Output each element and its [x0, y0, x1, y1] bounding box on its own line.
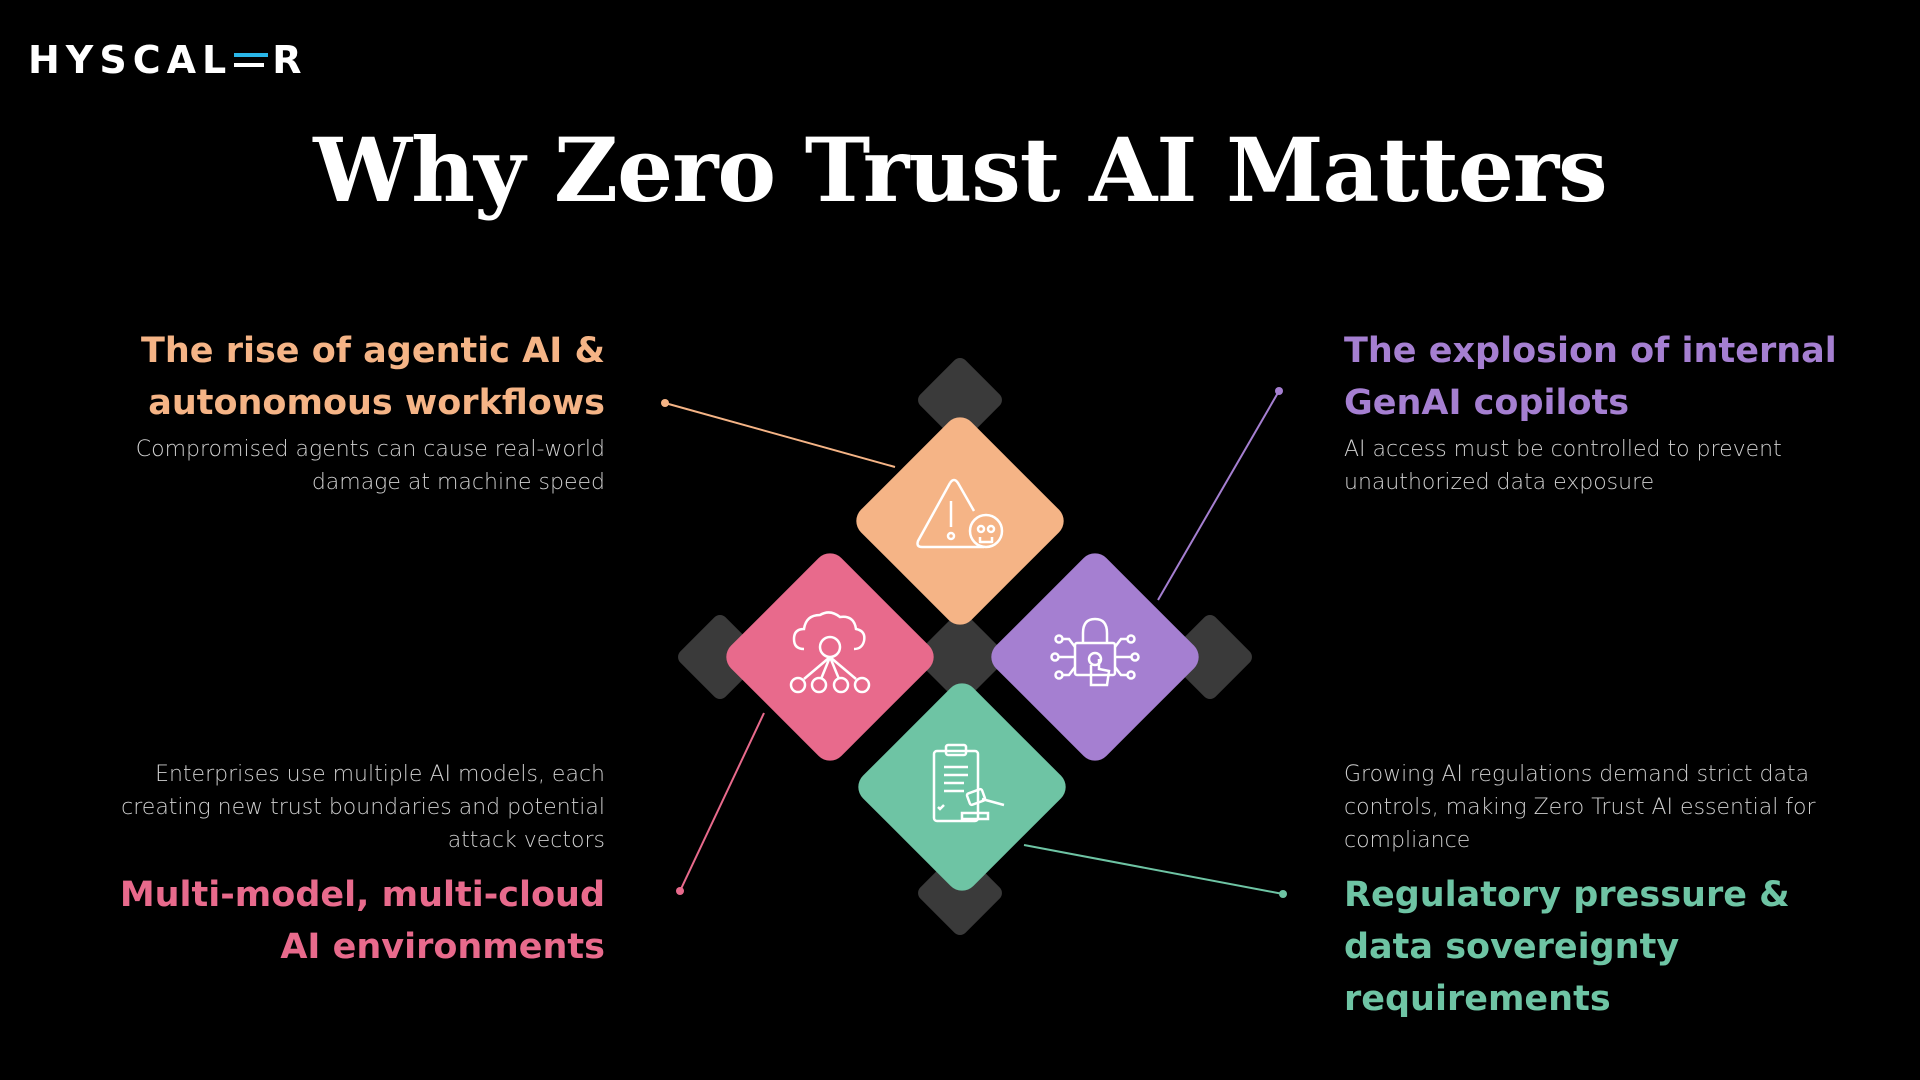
warning-skull-icon: [916, 478, 1004, 549]
connector-top-left: [664, 402, 896, 468]
page-title: Why Zero Trust AI Matters: [313, 118, 1607, 222]
card-regulatory: Growing AI regulations demand strict dat…: [1344, 758, 1884, 1025]
logo-e-mark: [234, 45, 269, 75]
clipboard-gavel-icon: [932, 743, 1005, 823]
cloud-network-icon: [789, 611, 871, 694]
connector-top-right: [1157, 390, 1280, 601]
diamond-orange: [856, 417, 1064, 625]
logo-text-left: HYSCAL: [28, 38, 233, 82]
card-description: Compromised agents can cause real-world …: [135, 437, 605, 495]
card-heading: The explosion of internal GenAI copilots: [1344, 331, 1837, 423]
logo-text-right: R: [272, 38, 308, 82]
lock-circuit-touch-icon: [1050, 617, 1140, 687]
card-description: AI access must be controlled to prevent …: [1344, 437, 1782, 495]
connector-bottom-left: [679, 712, 765, 892]
diamond-green: [858, 683, 1066, 891]
card-heading: Multi-model, multi-cloud AI environments: [119, 875, 605, 967]
card-heading: Regulatory pressure & data sovereignty r…: [1344, 875, 1790, 1019]
connector-lines: [661, 387, 1287, 898]
hyscaler-logo: HYSCAL R: [28, 38, 307, 82]
card-description: Growing AI regulations demand strict dat…: [1344, 762, 1816, 853]
connector-bottom-right: [1023, 844, 1284, 895]
card-genai-copilots: The explosion of internal GenAI copilots…: [1344, 325, 1864, 499]
card-heading: The rise of agentic AI & autonomous work…: [141, 331, 605, 423]
diamond-purple: [991, 553, 1199, 761]
card-multi-cloud: Enterprises use multiple AI models, each…: [105, 758, 605, 973]
card-description: Enterprises use multiple AI models, each…: [121, 762, 605, 853]
card-agentic-ai: The rise of agentic AI & autonomous work…: [135, 325, 605, 499]
